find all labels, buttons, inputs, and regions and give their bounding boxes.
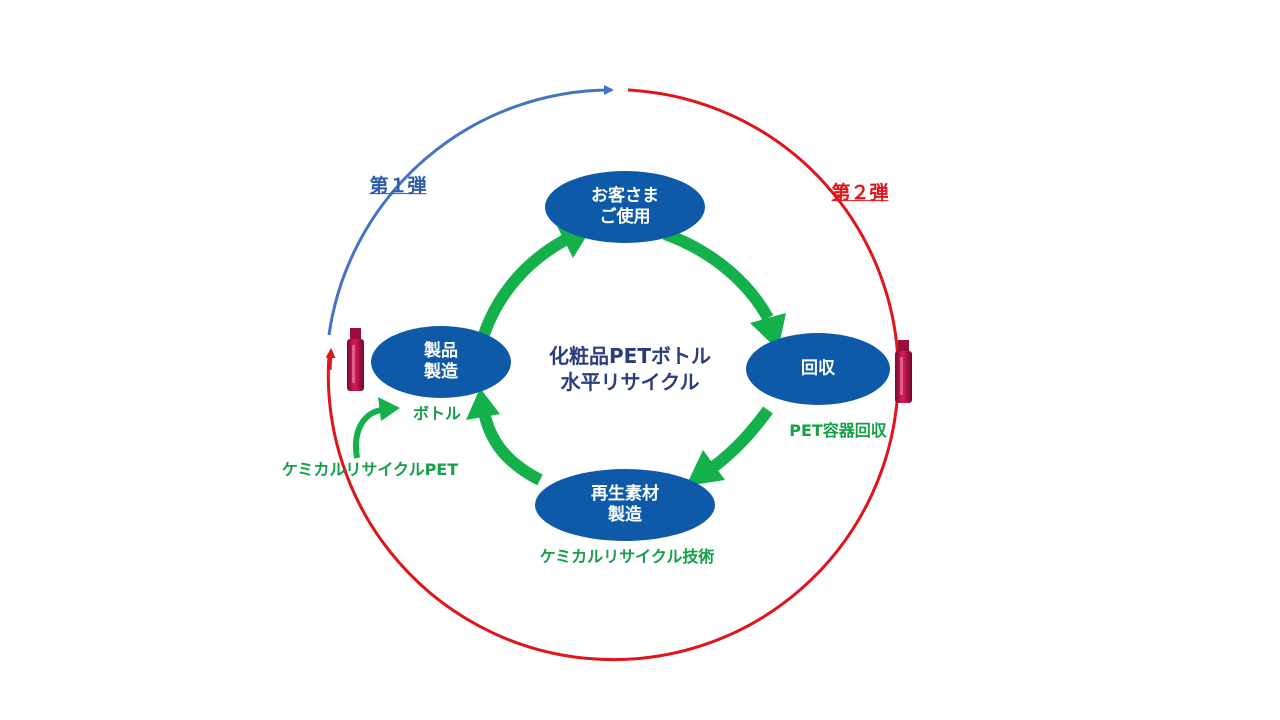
phase1-ring xyxy=(327,84,614,336)
chemical-pet-label: ケミカルリサイクルPET xyxy=(281,460,459,479)
phase2-arrow xyxy=(325,348,336,371)
chemical-pet-arrowhead xyxy=(378,397,400,421)
center-title: 化粧品PETボトル 水平リサイクル xyxy=(549,343,711,395)
node-recycle-line1: 再生素材 xyxy=(591,483,659,504)
node-make-ellipse xyxy=(371,326,511,398)
chemical-pet-arrow xyxy=(353,407,383,459)
cosmetic-bottle-icon xyxy=(895,340,912,403)
node-make-line2: 製造 xyxy=(424,362,458,382)
pet-collection-label: PET容器回収 xyxy=(789,421,887,440)
cosmetic-bottle-icon xyxy=(347,328,364,391)
node-make-label: 製品 製造 xyxy=(424,341,458,384)
node-use-ellipse xyxy=(545,171,705,243)
node-use-line2: ご使用 xyxy=(599,207,651,227)
node-recycle-line2: 製造 xyxy=(608,505,642,525)
node-recycle-label: 再生素材 製造 xyxy=(591,484,659,527)
node-collect-label: 回収 xyxy=(801,358,835,379)
bottle-label: ボトル xyxy=(412,404,462,423)
center-title-line1: 化粧品PETボトル xyxy=(549,344,711,368)
node-use-line1: お客さま xyxy=(591,185,659,206)
phase1-label: 第１弾 xyxy=(369,175,427,198)
node-recycle-ellipse xyxy=(535,469,715,541)
center-title-line2: 水平リサイクル xyxy=(560,370,700,394)
node-make-line1: 製品 xyxy=(424,340,458,361)
node-use-label: お客さま ご使用 xyxy=(591,186,659,229)
phase2-ring xyxy=(326,88,900,662)
phase2-label: 第２弾 xyxy=(831,182,889,205)
node-collect-ellipse xyxy=(746,333,890,405)
chemical-tech-label: ケミカルリサイクル技術 xyxy=(539,547,715,566)
